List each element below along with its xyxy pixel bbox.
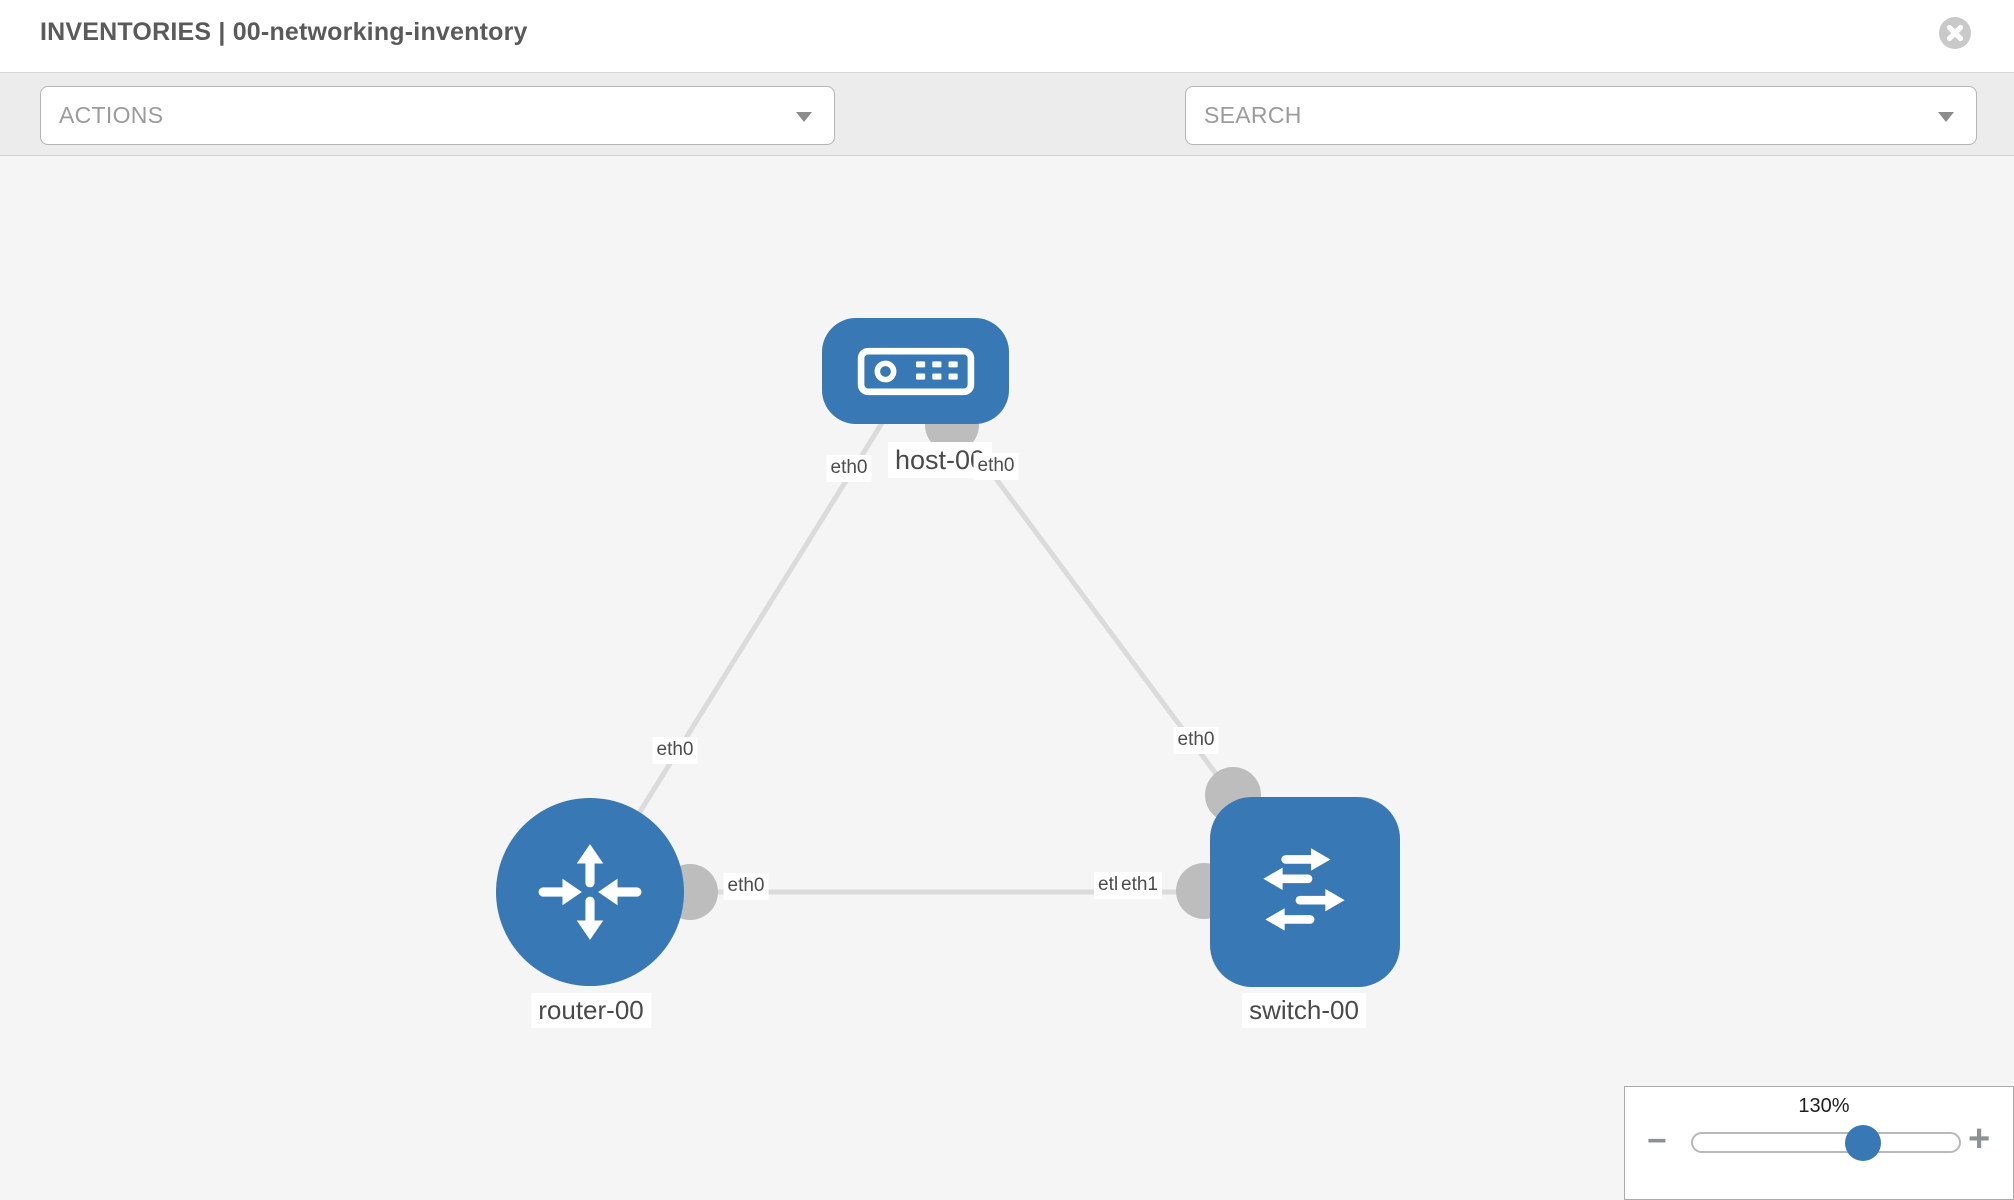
close-icon <box>1939 17 1971 49</box>
iface-label-switch-eth1: eth1 <box>1117 872 1162 899</box>
chevron-down-icon <box>796 112 812 122</box>
zoom-slider-thumb[interactable] <box>1845 1125 1881 1161</box>
search-dropdown-label: SEARCH <box>1204 102 1302 128</box>
header: INVENTORIES | 00-networking-inventory <box>0 0 2014 72</box>
iface-label-router-eth0-up: eth0 <box>652 737 698 764</box>
toolbar: ACTIONS SEARCH <box>0 72 2014 204</box>
host-icon <box>857 347 974 395</box>
switch-icon <box>1263 848 1345 931</box>
node-router-00[interactable] <box>496 798 684 986</box>
chevron-down-icon <box>1938 112 1954 122</box>
node-label-router: router-00 <box>531 993 651 1029</box>
node-switch-00[interactable] <box>1210 797 1400 987</box>
search-dropdown[interactable]: SEARCH <box>1185 86 1977 145</box>
zoom-level-value: 130% <box>1798 1095 1850 1117</box>
node-host-00[interactable] <box>822 318 1009 424</box>
topology-canvas[interactable]: host-00 router-00 switch-00 eth0 eth0 et… <box>0 157 2014 1200</box>
iface-label-router-eth0: eth0 <box>723 873 769 900</box>
node-label-switch: switch-00 <box>1242 993 1366 1029</box>
close-button[interactable] <box>1938 16 1972 50</box>
zoom-out-button[interactable]: − <box>1647 1122 1667 1160</box>
iface-label-host-eth0-right: eth0 <box>973 453 1019 480</box>
links-layer <box>587 368 1307 920</box>
page-title: INVENTORIES | 00-networking-inventory <box>40 18 528 46</box>
actions-dropdown[interactable]: ACTIONS <box>40 86 835 145</box>
router-icon <box>538 844 642 940</box>
iface-label-switch-eth0-up: eth0 <box>1173 727 1219 754</box>
zoom-control-panel: 130% − + <box>1624 1086 2014 1200</box>
zoom-in-button[interactable]: + <box>1968 1118 1991 1160</box>
zoom-slider-track[interactable] <box>1691 1132 1961 1153</box>
iface-label-host-eth0-left: eth0 <box>826 455 872 482</box>
actions-dropdown-label: ACTIONS <box>59 102 164 128</box>
